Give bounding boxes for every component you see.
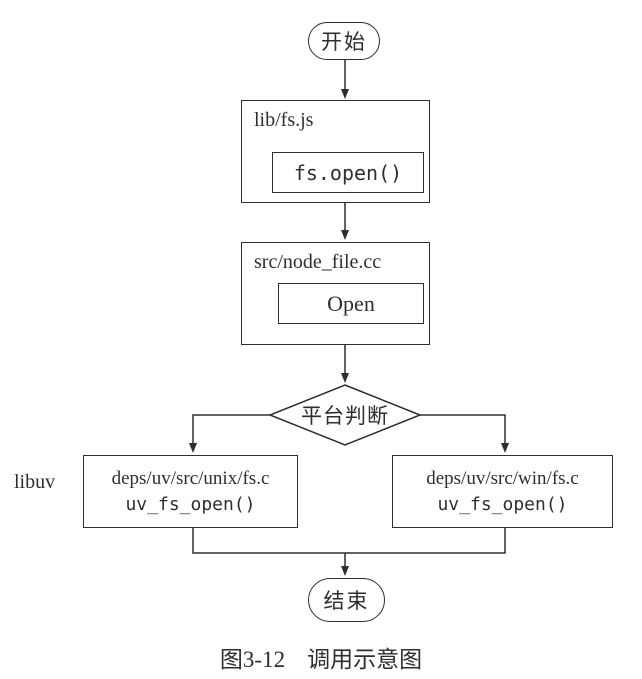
call-label-fsopen: fs.open() [293, 160, 403, 185]
branch-call-unix: uv_fs_open() [125, 494, 256, 516]
libuv-label: libuv [14, 471, 56, 493]
process-box-libfs: lib/fs.js fs.open() [241, 100, 430, 203]
arrowhead-left-branch [189, 443, 197, 453]
arrowhead-decision [341, 373, 349, 383]
branch-path-win: deps/uv/src/win/fs.c [426, 467, 579, 489]
process-box-nodefile: src/node_file.cc Open [241, 242, 430, 345]
end-label: 结束 [323, 589, 370, 613]
arrowhead-step2 [341, 230, 349, 240]
connector-decision-to-right [420, 414, 506, 444]
arrowhead-step1 [341, 89, 349, 99]
call-label-open: Open [327, 290, 375, 316]
inner-call-box-fsopen: fs.open() [272, 152, 424, 193]
figure-caption-number: 图3-12 [219, 647, 286, 672]
start-node: 开始 [308, 22, 380, 60]
figure-caption: 图3-12 调用示意图 [0, 640, 642, 674]
branch-call-win: uv_fs_open() [437, 494, 568, 516]
branch-box-unix: deps/uv/src/unix/fs.c uv_fs_open() [83, 455, 298, 528]
inner-call-box-open: Open [278, 283, 424, 324]
connector-merge [192, 528, 506, 554]
decision-label: 平台判断 [301, 404, 389, 428]
figure-caption-title: 调用示意图 [307, 647, 423, 672]
process-title-libfs: lib/fs.js [254, 109, 314, 131]
arrowhead-end [341, 566, 349, 576]
process-title-nodefile: src/node_file.cc [254, 251, 382, 273]
connector-decision-to-left [192, 414, 270, 444]
branch-box-win: deps/uv/src/win/fs.c uv_fs_open() [392, 455, 613, 528]
start-label: 开始 [321, 30, 367, 54]
decision-diamond-shape [267, 384, 423, 446]
end-node: 结束 [308, 578, 385, 622]
branch-path-unix: deps/uv/src/unix/fs.c [111, 467, 270, 489]
arrowhead-right-branch [501, 443, 509, 453]
